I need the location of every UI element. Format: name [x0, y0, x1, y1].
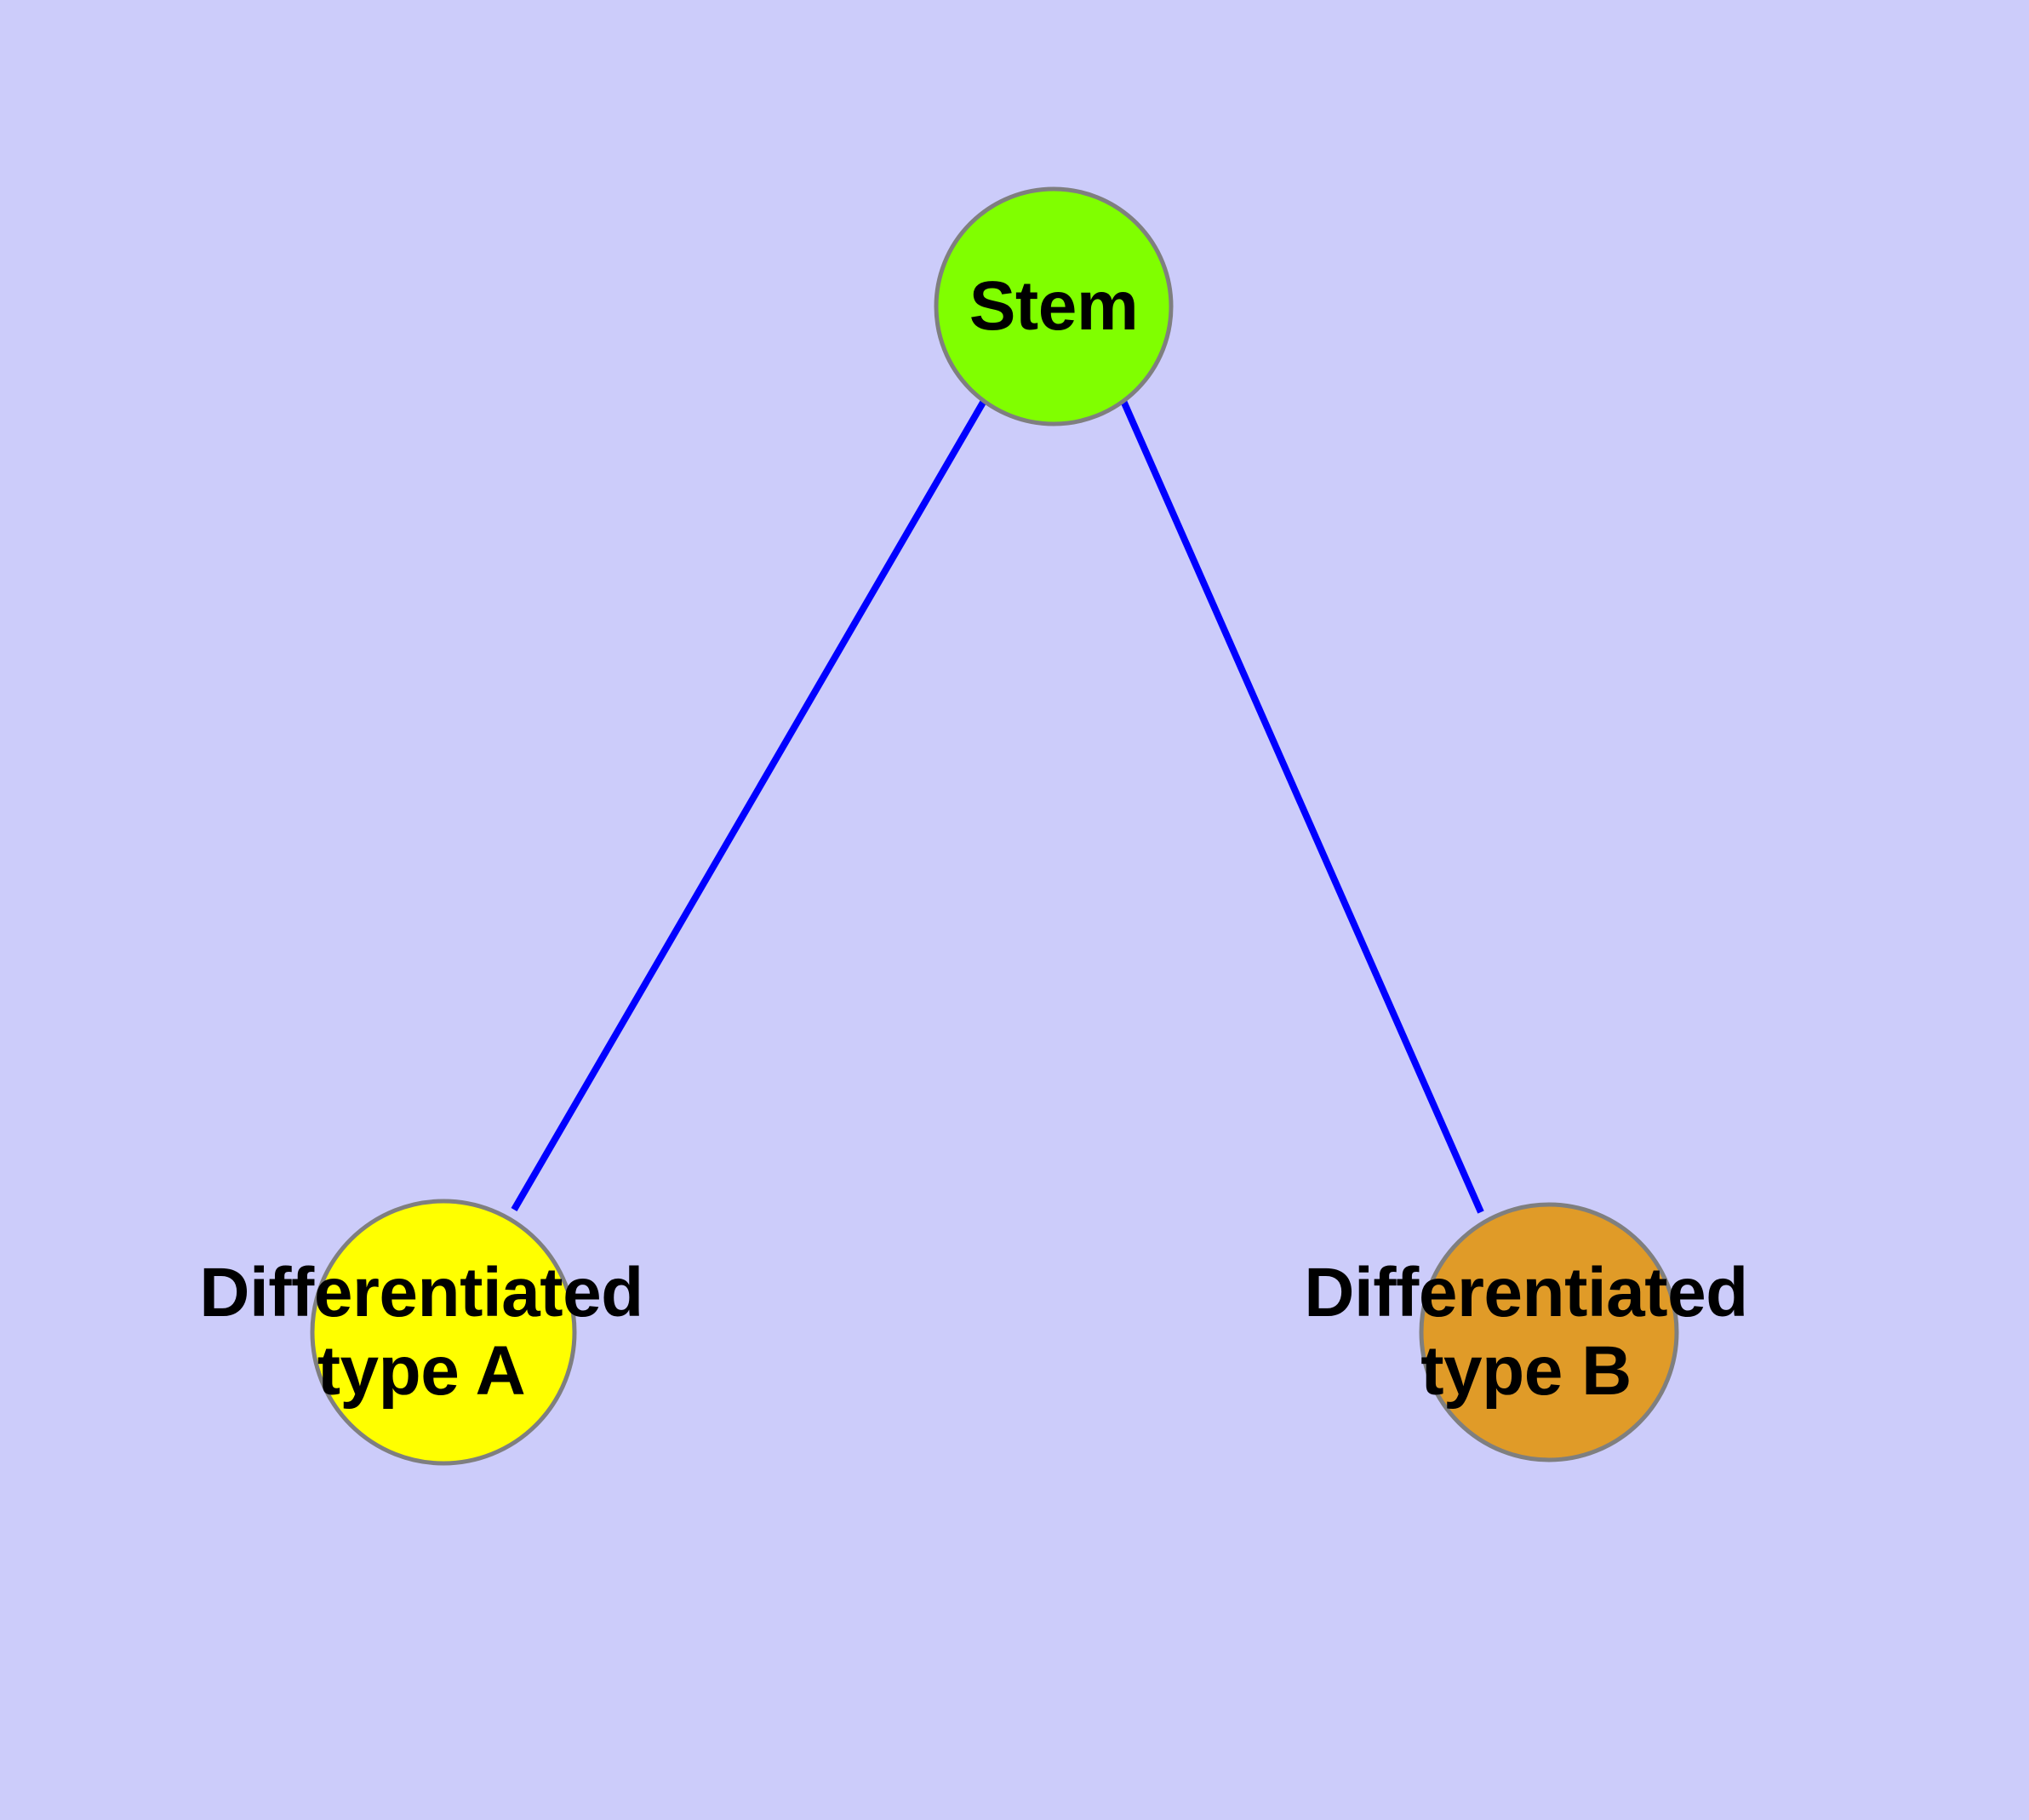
node-diff-b[interactable]	[1419, 1202, 1679, 1462]
node-stem[interactable]	[934, 186, 1174, 426]
node-diff-a[interactable]	[310, 1199, 577, 1466]
edge-stem-to-b[interactable]	[1120, 399, 1484, 1214]
edges-group	[511, 398, 1484, 1214]
edge-stem-to-a[interactable]	[511, 398, 987, 1212]
nodes-group	[310, 186, 1679, 1466]
